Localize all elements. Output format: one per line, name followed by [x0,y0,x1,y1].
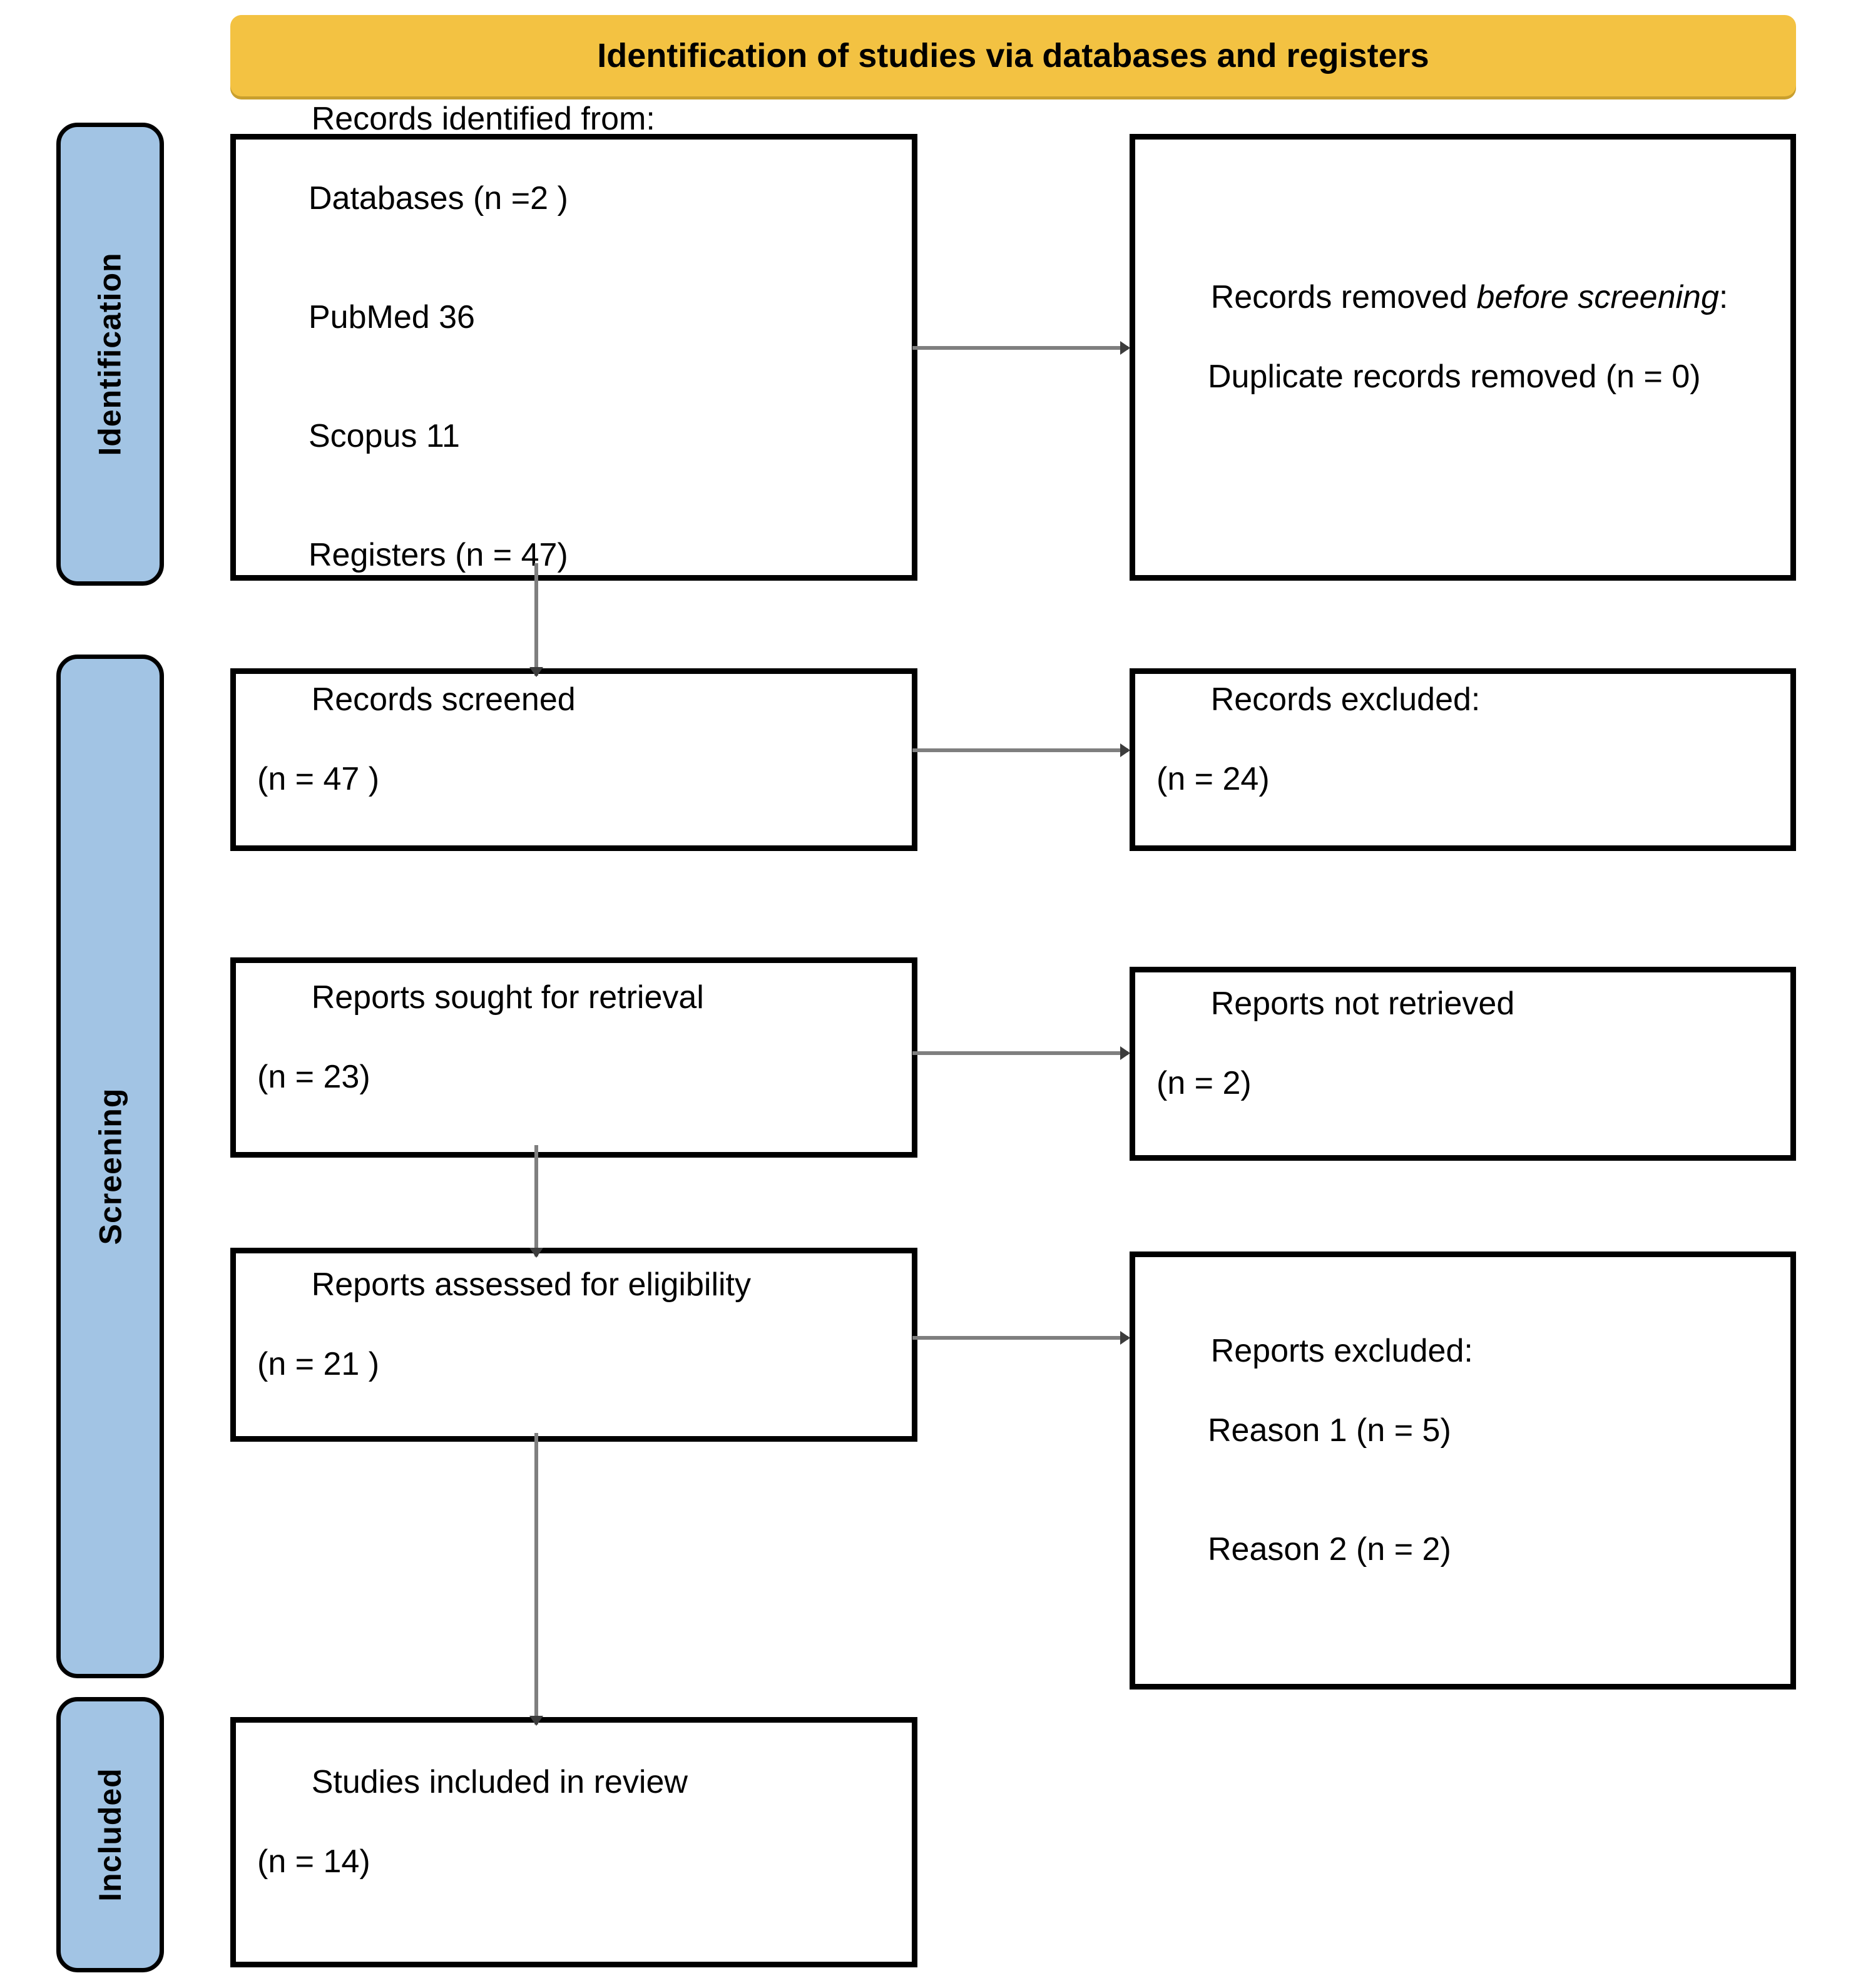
records-excluded-count: (n = 24) [1156,761,1270,797]
box-reports-sought-for-retrieval: Reports sought for retrieval (n = 23) [230,957,917,1158]
arrow-sought-to-not-retrieved [912,1051,1128,1055]
records-removed-line-1: Duplicate records removed (n = 0) [1208,359,1701,395]
records-identified-line-3: Scopus 11 [309,418,460,455]
box-studies-included-text: Studies included in review (n = 14) [257,1723,688,1962]
box-records-excluded: Records excluded: (n = 24) [1130,668,1796,851]
records-removed-heading-plain: Records removed [1210,279,1477,316]
reports-assessed-count: (n = 21 ) [257,1346,380,1382]
arrow-assessed-to-included [534,1433,538,1725]
records-identified-line-4: Registers (n = 47) [309,537,568,574]
records-screened-count: (n = 47 ) [257,761,380,797]
box-records-excluded-text: Records excluded: (n = 24) [1156,641,1480,879]
box-reports-assessed-for-eligibility: Reports assessed for eligibility (n = 21… [230,1248,917,1442]
studies-included-heading: Studies included in review [311,1764,688,1801]
diagram-title: Identification of studies via databases … [597,37,1429,74]
stage-label-included: Included [56,1697,164,1972]
box-records-screened: Records screened (n = 47 ) [230,668,917,851]
stage-screening-text: Screening [93,1088,128,1245]
reports-excluded-heading: Reports excluded: [1210,1332,1473,1369]
stage-label-identification: Identification [56,123,164,586]
studies-included-count: (n = 14) [257,1843,370,1880]
box-reports-not-retrieved-text: Reports not retrieved (n = 2) [1156,945,1514,1183]
arrow-assessed-to-reports-excluded [912,1336,1128,1340]
records-identified-line-1: Databases (n =2 ) [309,180,568,217]
reports-excluded-reason-2: Reason 2 (n = 2) [1208,1531,1451,1568]
box-records-removed-text: Records removed before screening: Duplic… [1156,238,1728,477]
box-reports-not-retrieved: Reports not retrieved (n = 2) [1130,967,1796,1161]
reports-sought-heading: Reports sought for retrieval [311,979,704,1016]
arrow-identified-to-removed [912,346,1128,350]
records-screened-heading: Records screened [311,681,576,718]
reports-assessed-heading: Reports assessed for eligibility [311,1267,751,1303]
box-records-identified: Records identified from: Databases (n =2… [230,101,917,581]
reports-excluded-reason-1: Reason 1 (n = 5) [1208,1412,1451,1449]
records-identified-heading: Records identified from: [311,100,655,137]
box-reports-excluded-text: Reports excluded: Reason 1 (n = 5) Reaso… [1156,1292,1473,1649]
records-identified-line-2: PubMed 36 [309,298,475,335]
arrow-screened-to-records-excluded [912,748,1128,752]
box-studies-included-in-review: Studies included in review (n = 14) [230,1717,917,1967]
box-reports-sought-text: Reports sought for retrieval (n = 23) [257,939,704,1177]
records-removed-heading-tail: : [1718,279,1728,316]
reports-not-retrieved-heading: Reports not retrieved [1210,986,1515,1022]
box-records-removed-before-screening: Records removed before screening: Duplic… [1130,134,1796,581]
diagram-header-banner: Identification of studies via databases … [230,15,1796,96]
stage-identification-text: Identification [93,252,128,456]
records-removed-heading-italic: before screening [1476,279,1719,316]
reports-sought-count: (n = 23) [257,1059,370,1095]
stage-included-text: Included [93,1768,128,1902]
arrow-sought-to-assessed [534,1145,538,1257]
records-excluded-heading: Records excluded: [1210,681,1481,718]
arrow-identified-to-screened [534,563,538,676]
box-reports-assessed-text: Reports assessed for eligibility (n = 21… [257,1226,751,1464]
stage-label-screening: Screening [56,655,164,1678]
box-records-screened-text: Records screened (n = 47 ) [257,641,576,879]
box-records-identified-text: Records identified from: Databases (n =2… [257,59,655,655]
reports-not-retrieved-count: (n = 2) [1156,1065,1252,1101]
box-reports-excluded: Reports excluded: Reason 1 (n = 5) Reaso… [1130,1251,1796,1690]
